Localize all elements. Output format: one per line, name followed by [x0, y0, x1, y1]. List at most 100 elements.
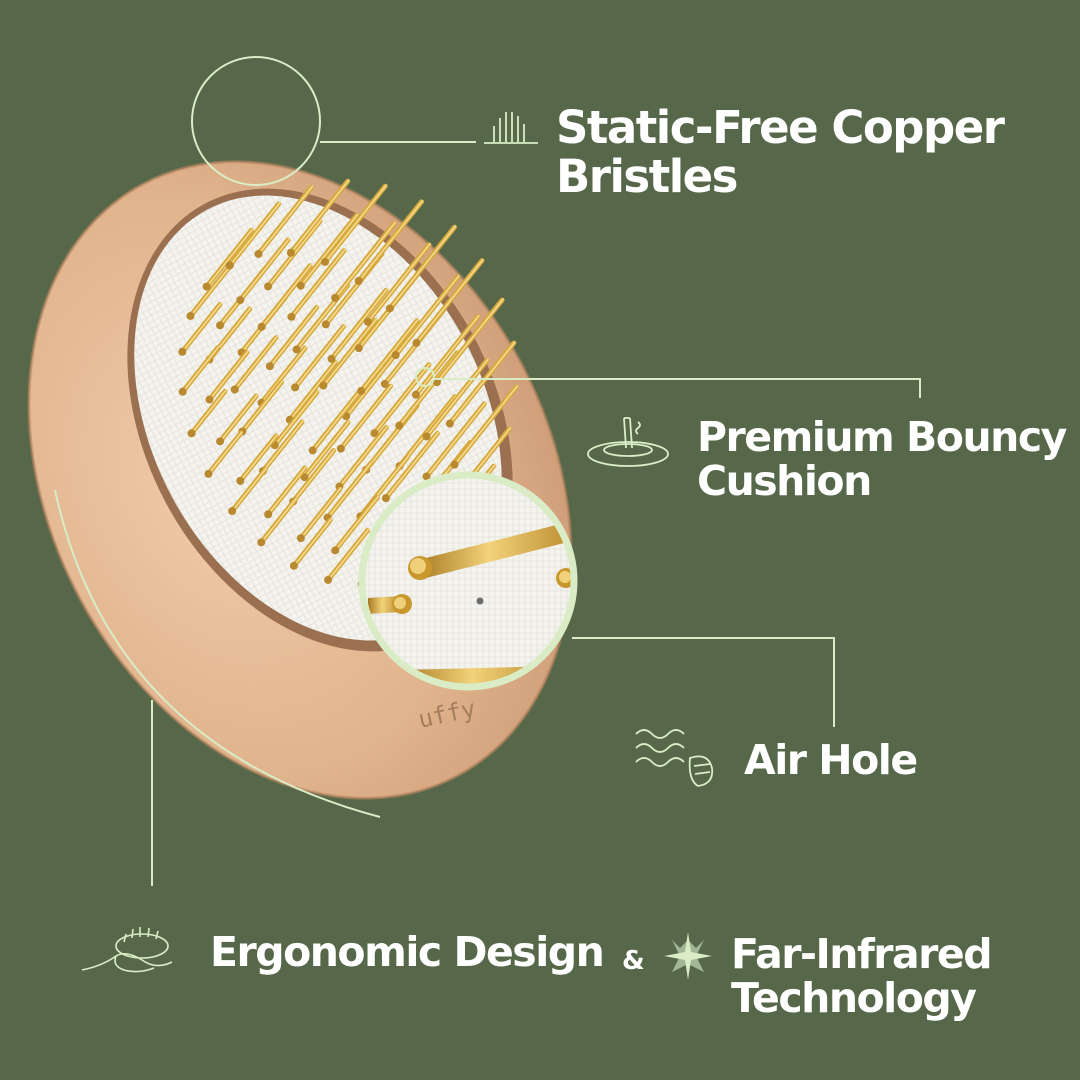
bristle-base — [257, 322, 266, 331]
bristle-highlight — [258, 185, 314, 254]
bristle-highlight — [294, 518, 333, 566]
bristle-base — [391, 351, 400, 360]
bristle-highlight — [368, 243, 431, 322]
bristle-base — [257, 538, 266, 547]
bristle-highlight — [386, 431, 440, 498]
bristle-highlight-circle — [191, 56, 321, 186]
cushion-leader-line — [434, 378, 921, 398]
feature-bouncy-cushion-line2: Cushion — [697, 457, 872, 506]
bristle-base — [264, 510, 273, 519]
bristle-base — [296, 534, 305, 543]
bristle-highlight — [268, 219, 322, 287]
bristle-highlight — [450, 341, 516, 424]
feature-far-infrared: Far-Infrared Technology — [731, 930, 993, 1023]
hand-brush-icon — [81, 927, 173, 973]
bristle-base — [202, 282, 211, 291]
bristle-base — [331, 293, 340, 302]
bristle-base — [178, 347, 187, 356]
bristle-base — [291, 383, 300, 392]
bristle-base — [287, 312, 296, 321]
bristle-base — [331, 546, 340, 555]
feature-copper-bristles-line1: Static-Free Copper — [556, 101, 1005, 154]
bristle-highlight — [325, 184, 388, 262]
bristle-highlight — [291, 248, 346, 317]
cushion-marker — [415, 367, 435, 387]
bristle-base — [363, 317, 372, 326]
feature-far-infrared-line2: Technology — [731, 974, 977, 1023]
bristle-highlight — [426, 358, 489, 437]
bristle-base — [357, 386, 366, 395]
bristle-base — [216, 437, 225, 446]
bristle-highlight — [374, 362, 431, 434]
bristle-base — [411, 390, 420, 399]
bristle-highlight — [339, 425, 389, 487]
bristle-base — [225, 261, 234, 270]
feature-copper-bristles: Static-Free Copper Bristles — [556, 101, 1005, 203]
bristle-base — [422, 432, 431, 441]
bristle-highlight — [263, 420, 304, 471]
bristle-base — [432, 378, 441, 387]
cushion-icon — [587, 417, 669, 467]
bristle-highlight — [323, 318, 377, 386]
bristle-base — [296, 281, 305, 290]
bristle-highlight — [437, 298, 504, 382]
bristle-highlight — [229, 202, 281, 266]
feature-air-hole: Air Hole — [744, 738, 918, 783]
bristle-highlight — [361, 318, 419, 391]
feature-ergonomic-design: Ergonomic Design — [210, 930, 605, 975]
bristle-base — [370, 429, 379, 438]
bristle-highlight — [261, 497, 298, 543]
bristle-base — [300, 473, 309, 482]
bristle-highlight — [289, 360, 338, 420]
connector-ampersand: & — [622, 946, 645, 976]
bristle-base — [187, 429, 196, 438]
bristle-highlight — [416, 258, 484, 343]
feature-bouncy-cushion-line1: Premium Bouncy — [697, 413, 1067, 461]
bristle-highlight — [341, 384, 393, 449]
bristle-base — [321, 257, 330, 266]
bristle-base — [319, 381, 328, 390]
bristle-base — [327, 354, 336, 363]
bristle-highlight — [206, 228, 254, 287]
bristle-highlight — [190, 262, 234, 316]
bristle-base — [230, 385, 239, 394]
bristle-base — [422, 472, 431, 481]
bristle-highlight — [331, 288, 388, 359]
bristle-highlight — [301, 487, 342, 538]
bristle-highlight — [270, 305, 319, 367]
bristle-base — [308, 446, 317, 455]
bristle-highlight — [208, 431, 243, 474]
bristle-base — [354, 344, 363, 353]
bristle-highlight — [454, 385, 519, 465]
bristle-base — [324, 575, 333, 584]
feature-far-infrared-line1: Far-Infrared — [731, 930, 993, 978]
bristle-highlight — [232, 467, 267, 511]
bristle-base — [286, 248, 295, 257]
bristle-base — [254, 249, 263, 258]
bristle-highlight — [416, 314, 480, 395]
feature-copper-bristles-line2: Bristles — [556, 149, 738, 203]
air-hole-leader-line — [572, 637, 835, 727]
bristle-base — [265, 362, 274, 371]
bristle-highlight — [295, 324, 346, 388]
bristle-base — [385, 304, 394, 313]
bristle-base — [216, 321, 225, 330]
bristle-base — [354, 276, 363, 285]
bristle-highlight — [358, 200, 424, 281]
bristle-highlight — [346, 348, 401, 417]
bristle-base — [264, 282, 273, 291]
bristle-highlight — [335, 495, 380, 551]
ergonomic-arc — [54, 489, 381, 818]
bristle-base — [236, 296, 245, 305]
bristle-highlight — [182, 345, 220, 392]
bristle-highlight — [293, 448, 336, 502]
bristle-base — [445, 419, 454, 428]
bristle-base — [236, 476, 245, 485]
bristle-highlight — [327, 461, 373, 518]
bristle-base — [186, 311, 195, 320]
bristle-highlight — [268, 466, 307, 515]
bristle-base — [289, 561, 298, 570]
bristle-highlight — [220, 394, 258, 442]
bristle-highlight — [240, 238, 290, 300]
bristle-highlight — [209, 350, 249, 400]
